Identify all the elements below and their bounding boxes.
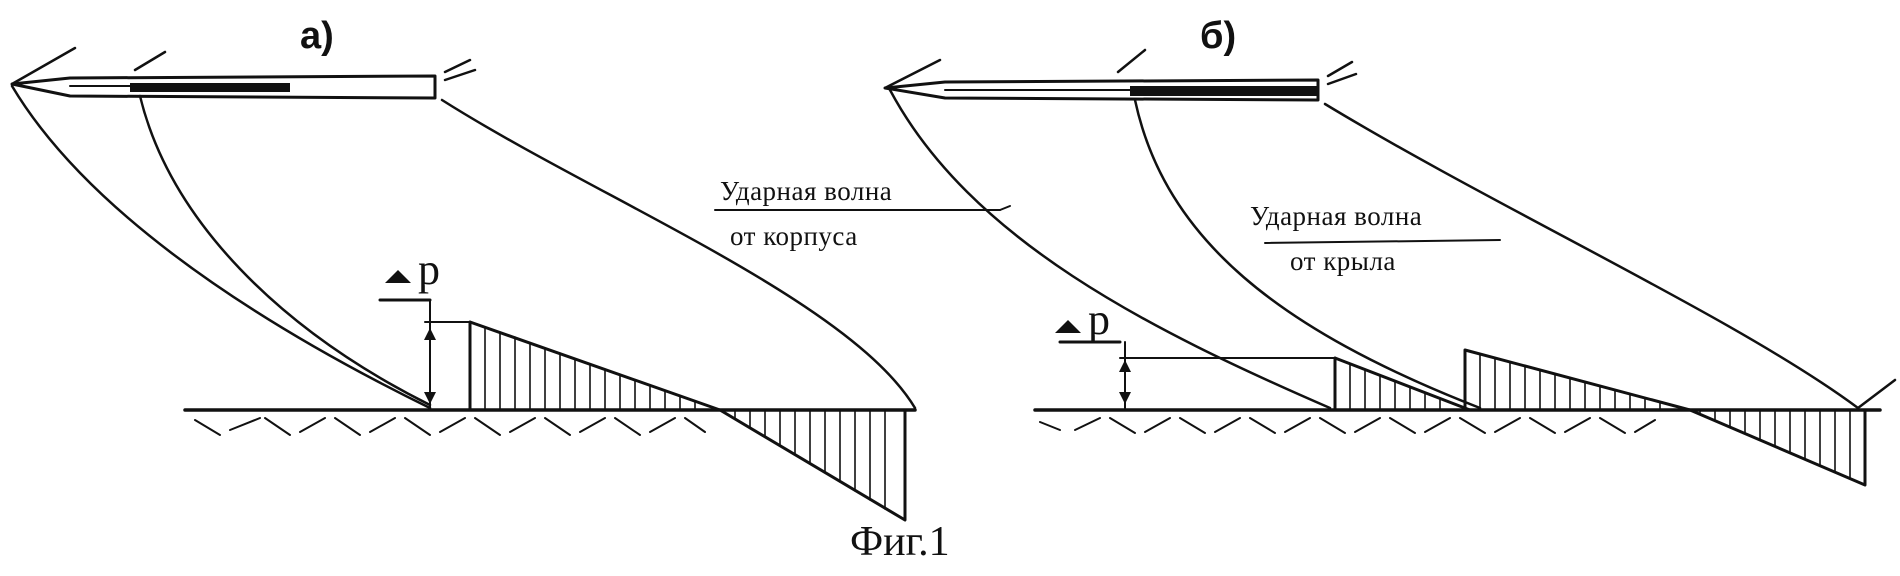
shock-wave-nose-b — [888, 88, 1332, 410]
delta-triangle-icon — [1055, 320, 1081, 333]
n-wave-b — [1333, 348, 1867, 487]
panel-b: б) p — [883, 15, 1897, 487]
wave-label-b-line2: от крыла — [1290, 246, 1396, 276]
wing-a — [130, 83, 290, 92]
ground-hatching-b — [1039, 417, 1656, 434]
wave-label-b-line1: Ударная волна — [1250, 201, 1422, 231]
shock-wave-wing-b — [1133, 98, 1482, 410]
figure-caption: Фиг.1 — [850, 519, 950, 565]
aircraft-b — [883, 48, 1358, 102]
delta-p-marker-a: p — [378, 245, 471, 409]
delta-triangle-icon — [385, 270, 411, 283]
n-wave-a — [468, 320, 907, 522]
shock-wave-wing-a — [138, 94, 432, 407]
wave-label-a-line2: от корпуса — [730, 221, 858, 251]
wave-label-a: Ударная волна от корпуса — [714, 176, 1011, 251]
shock-wave-nose-a — [10, 84, 432, 410]
panel-a-label: а) — [300, 15, 334, 57]
shock-wave-tail-b — [1323, 102, 1860, 410]
delta-p-label-b: p — [1088, 295, 1110, 344]
wave-label-a-line1: Ударная волна — [720, 176, 892, 206]
delta-p-label-a: p — [418, 245, 440, 294]
wave-label-b: Ударная волна от крыла — [1250, 201, 1501, 276]
panel-a: а) p — [10, 15, 1011, 522]
panel-b-label: б) — [1200, 15, 1236, 57]
wing-b — [1130, 86, 1318, 96]
delta-p-marker-b: p — [1055, 295, 1336, 409]
shock-wave-tail-a — [440, 98, 917, 410]
ground-hatching-a — [194, 417, 706, 436]
aircraft-a — [10, 46, 477, 100]
